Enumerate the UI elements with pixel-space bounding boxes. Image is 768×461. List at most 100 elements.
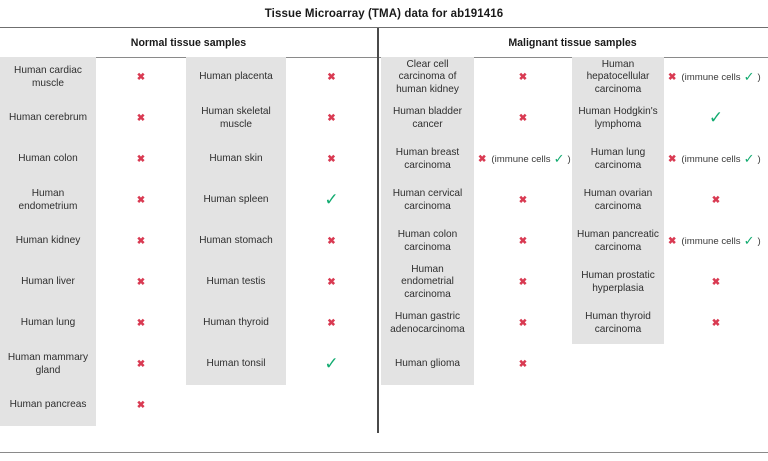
result-negative-immune-positive: ✖(immune cells✓): [474, 139, 572, 180]
cross-icon: ✖: [327, 235, 336, 247]
table-row: Human tonsil✓: [186, 344, 377, 385]
cross-icon: ✖: [136, 112, 146, 124]
tissue-name: Human colon carcinoma: [381, 221, 474, 262]
section-header-band: Normal tissue samples Malignant tissue s…: [0, 28, 768, 58]
tissue-name: Human spleen: [186, 180, 286, 221]
table-row: Human testis✖: [186, 262, 377, 303]
table-row: Human stomach✖: [186, 221, 377, 262]
column-malignant-a: Clear cell carcinoma of human kidney✖Hum…: [381, 57, 572, 385]
cross-icon: ✖: [136, 235, 146, 247]
tissue-name: Human hepatocellular carcinoma: [572, 57, 664, 98]
cross-icon: ✖: [327, 112, 336, 124]
table-row: Human thyroid carcinoma✖: [572, 303, 768, 344]
immune-cells-close-paren: ): [757, 72, 761, 83]
immune-cells-label: (immune cells: [491, 154, 551, 165]
tissue-name: Human pancreatic carcinoma: [572, 221, 664, 262]
result-negative: ✖: [474, 180, 572, 221]
cross-icon: ✖: [518, 358, 528, 370]
tissue-name: Human endometrial carcinoma: [381, 262, 474, 303]
check-icon: ✓: [324, 190, 339, 210]
result-negative: ✖: [96, 221, 186, 262]
table-row: Clear cell carcinoma of human kidney ✖: [381, 57, 572, 98]
result-negative: ✖: [96, 303, 186, 344]
result-negative: ✖: [474, 303, 572, 344]
cross-icon: ✖: [518, 276, 528, 288]
result-negative: ✖: [286, 221, 377, 262]
table-row: Human kidney✖: [0, 221, 186, 262]
cross-icon: ✖: [327, 276, 336, 288]
column-normal-b: Human placenta✖Human skeletal muscle✖Hum…: [186, 57, 377, 385]
cross-icon: ✖: [136, 71, 146, 83]
check-icon: ✓: [324, 354, 339, 374]
check-icon: ✓: [743, 152, 755, 167]
tissue-name: Human breast carcinoma: [381, 139, 474, 180]
tissue-name: Human mammary gland: [0, 344, 96, 385]
result-negative: ✖: [96, 139, 186, 180]
table-row: Human liver✖: [0, 262, 186, 303]
immune-cells-note: ✖(immune cells✓): [478, 153, 571, 166]
tissue-name: Human glioma: [381, 344, 474, 385]
result-negative-immune-positive: ✖(immune cells✓): [664, 57, 768, 98]
tissue-grid: Human cardiac muscle✖Human cerebrum✖Huma…: [0, 57, 768, 437]
result-negative: ✖: [96, 98, 186, 139]
immune-cells-label: (immune cells: [681, 236, 741, 247]
table-row: Human endometrium ✖: [0, 180, 186, 221]
table-row: Human bladder cancer ✖: [381, 98, 572, 139]
tissue-name: Human lung carcinoma: [572, 139, 664, 180]
result-negative: ✖: [96, 57, 186, 98]
cross-icon: ✖: [518, 194, 528, 206]
result-negative: ✖: [96, 262, 186, 303]
table-row: Human skin✖: [186, 139, 377, 180]
header-malignant-tissue: Malignant tissue samples: [508, 36, 637, 49]
result-negative: ✖: [286, 303, 377, 344]
result-negative: ✖: [286, 139, 377, 180]
tissue-name: Human cerebrum: [0, 98, 96, 139]
cross-icon: ✖: [668, 153, 677, 165]
cross-icon: ✖: [136, 358, 146, 370]
cross-icon: ✖: [136, 194, 146, 206]
tissue-name: Human ovarian carcinoma: [572, 180, 664, 221]
table-row: Human skeletal muscle✖: [186, 98, 377, 139]
check-icon: ✓: [708, 108, 724, 128]
table-row: Human placenta ✖: [186, 57, 377, 98]
tissue-name: Human thyroid carcinoma: [572, 303, 664, 344]
cross-icon: ✖: [518, 71, 528, 83]
tissue-name: Human endometrium: [0, 180, 96, 221]
table-row: Human lung carcinoma✖(immune cells✓): [572, 139, 768, 180]
tissue-name: Human Hodgkin's lymphoma: [572, 98, 664, 139]
table-row: Human endometrial carcinoma ✖: [381, 262, 572, 303]
table-row: Human pancreas ✖: [0, 385, 186, 426]
table-row: Human colon carcinoma✖: [381, 221, 572, 262]
table-row: Human colon✖: [0, 139, 186, 180]
tissue-name: Human pancreas: [0, 385, 96, 426]
tissue-name: Human prostatic hyperplasia: [572, 262, 664, 303]
cross-icon: ✖: [136, 153, 146, 165]
tissue-name: Clear cell carcinoma of human kidney: [381, 57, 474, 98]
result-negative: ✖: [286, 57, 377, 98]
cross-icon: ✖: [136, 399, 146, 411]
table-row: Human cardiac muscle✖: [0, 57, 186, 98]
page-title: Tissue Microarray (TMA) data for ab19141…: [264, 7, 504, 20]
tissue-name: Human placenta: [186, 57, 286, 98]
result-negative: ✖: [96, 180, 186, 221]
table-row: Human gastric adenocarcinoma ✖: [381, 303, 572, 344]
tissue-name: Human gastric adenocarcinoma: [381, 303, 474, 344]
column-malignant-b: Human hepatocellular carcinoma✖(immune c…: [572, 57, 768, 344]
immune-cells-note: ✖(immune cells✓): [668, 71, 761, 84]
cross-icon: ✖: [518, 317, 528, 329]
result-negative: ✖: [474, 57, 572, 98]
table-row: Human hepatocellular carcinoma ✖(immune c…: [572, 57, 768, 98]
table-row: Human mammary gland ✖: [0, 344, 186, 385]
result-positive: ✓: [664, 98, 768, 139]
table-row: Human thyroid✖: [186, 303, 377, 344]
result-negative: ✖: [286, 262, 377, 303]
tissue-name: Human bladder cancer: [381, 98, 474, 139]
result-negative: ✖: [664, 303, 768, 344]
table-row: Human prostatic hyperplasia✖: [572, 262, 768, 303]
section-divider: [377, 28, 379, 433]
result-positive: ✓: [286, 180, 377, 221]
cross-icon: ✖: [518, 112, 528, 124]
table-row: Human breast carcinoma ✖(immune cells✓): [381, 139, 572, 180]
cross-icon: ✖: [327, 71, 336, 83]
